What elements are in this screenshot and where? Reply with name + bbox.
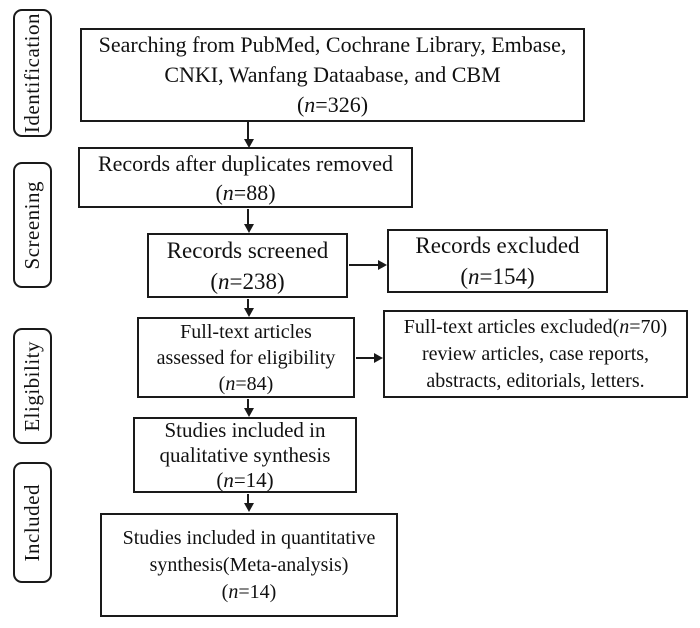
box-records-screened: Records screened (n=238) [147, 233, 348, 298]
arrow-down-5 [244, 494, 254, 512]
stage-label-screening: Screening [13, 162, 52, 288]
box-text: Records after duplicates removed (n=88) [97, 150, 394, 205]
arrow-right-fulltext-excluded [356, 353, 383, 363]
stage-label-identification: Identification [13, 9, 52, 137]
stage-label-text: Screening [20, 180, 44, 270]
box-text: Records excluded (n=154) [415, 233, 580, 289]
box-text: Full-text articles excluded(n=70) review… [403, 315, 668, 392]
arrow-down-4 [244, 399, 254, 417]
box-duplicates-removed: Records after duplicates removed (n=88) [78, 147, 413, 208]
box-text: Studies included in quantitative synthes… [122, 526, 376, 603]
box-records-excluded: Records excluded (n=154) [387, 229, 608, 293]
arrow-down-2 [244, 209, 254, 233]
box-qualitative-synthesis: Studies included in qualitative synthesi… [133, 417, 357, 493]
box-text: Full-text articles assessed for eligibil… [156, 320, 336, 395]
box-fulltext-assessed: Full-text articles assessed for eligibil… [137, 317, 355, 398]
stage-label-text: Included [20, 483, 44, 562]
box-searching-sources: Searching from PubMed, Cochrane Library,… [80, 28, 585, 122]
arrow-down-3 [244, 299, 254, 317]
stage-label-eligibility: Eligibility [13, 328, 52, 444]
box-quantitative-synthesis: Studies included in quantitative synthes… [100, 513, 398, 617]
stage-label-text: Identification [20, 12, 44, 134]
box-text: Studies included in qualitative synthesi… [159, 417, 331, 492]
arrow-down-1 [244, 122, 254, 148]
stage-label-included: Included [13, 462, 52, 583]
box-text: Searching from PubMed, Cochrane Library,… [98, 32, 567, 117]
box-fulltext-excluded: Full-text articles excluded(n=70) review… [383, 310, 688, 398]
arrow-right-records-excluded [349, 260, 387, 270]
box-text: Records screened (n=238) [166, 237, 329, 294]
stage-label-text: Eligibility [20, 340, 44, 432]
